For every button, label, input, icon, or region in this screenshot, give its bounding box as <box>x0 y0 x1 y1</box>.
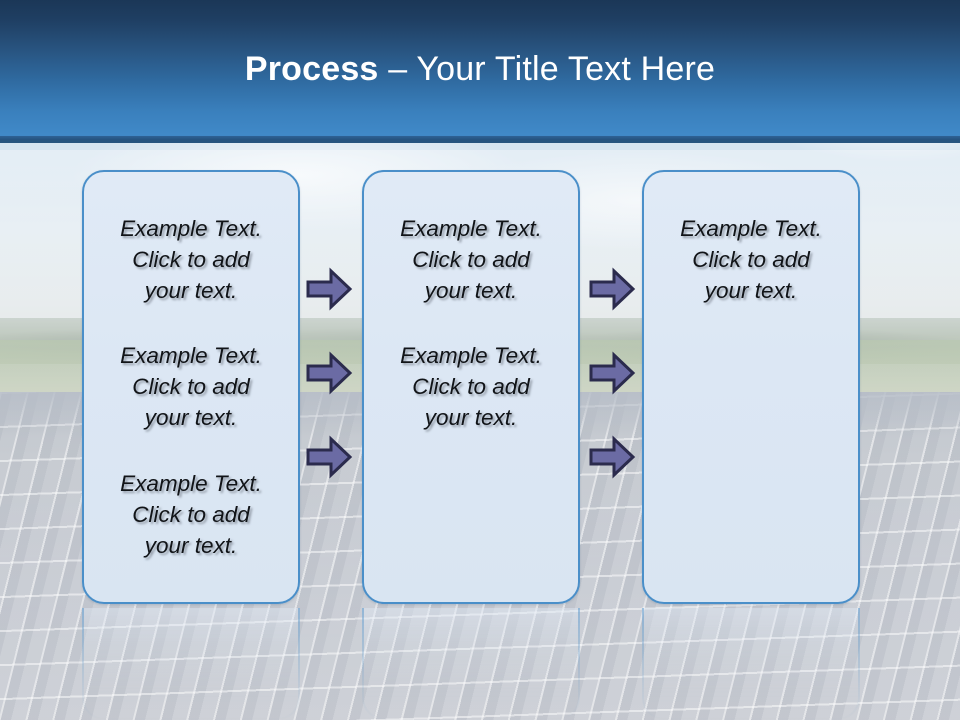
process-box-1-text-2[interactable]: Example Text. Click to add your text. <box>120 343 262 430</box>
page-title-rest: – Your Title Text Here <box>378 50 716 88</box>
right-block-arrow-icon[interactable] <box>305 265 353 313</box>
process-box-2-text-2[interactable]: Example Text. Click to add your text. <box>400 343 542 430</box>
box-1-reflection <box>82 608 300 720</box>
process-box-1-text-3[interactable]: Example Text. Click to add your text. <box>120 471 262 558</box>
box-2-reflection <box>362 608 580 720</box>
process-box-1-text-1[interactable]: Example Text. Click to add your text. <box>120 216 262 303</box>
right-block-arrow-icon[interactable] <box>588 265 636 313</box>
process-box-3[interactable]: Example Text. Click to add your text. <box>642 170 860 604</box>
right-block-arrow-icon[interactable] <box>588 433 636 481</box>
process-box-1[interactable]: Example Text. Click to add your text. Ex… <box>82 170 300 604</box>
right-block-arrow-icon[interactable] <box>305 349 353 397</box>
title-banner-rule <box>0 136 960 143</box>
right-block-arrow-icon[interactable] <box>588 349 636 397</box>
right-block-arrow-icon[interactable] <box>305 433 353 481</box>
process-box-2-text-1[interactable]: Example Text. Click to add your text. <box>400 216 542 303</box>
page-title-bold: Process <box>244 50 379 88</box>
process-box-2[interactable]: Example Text. Click to add your text. Ex… <box>362 170 580 604</box>
box-3-reflection <box>642 608 860 720</box>
process-box-3-text-1[interactable]: Example Text. Click to add your text. <box>680 216 822 303</box>
title-banner <box>0 0 960 143</box>
page-title: Process – Your Title Text Here <box>0 50 960 89</box>
